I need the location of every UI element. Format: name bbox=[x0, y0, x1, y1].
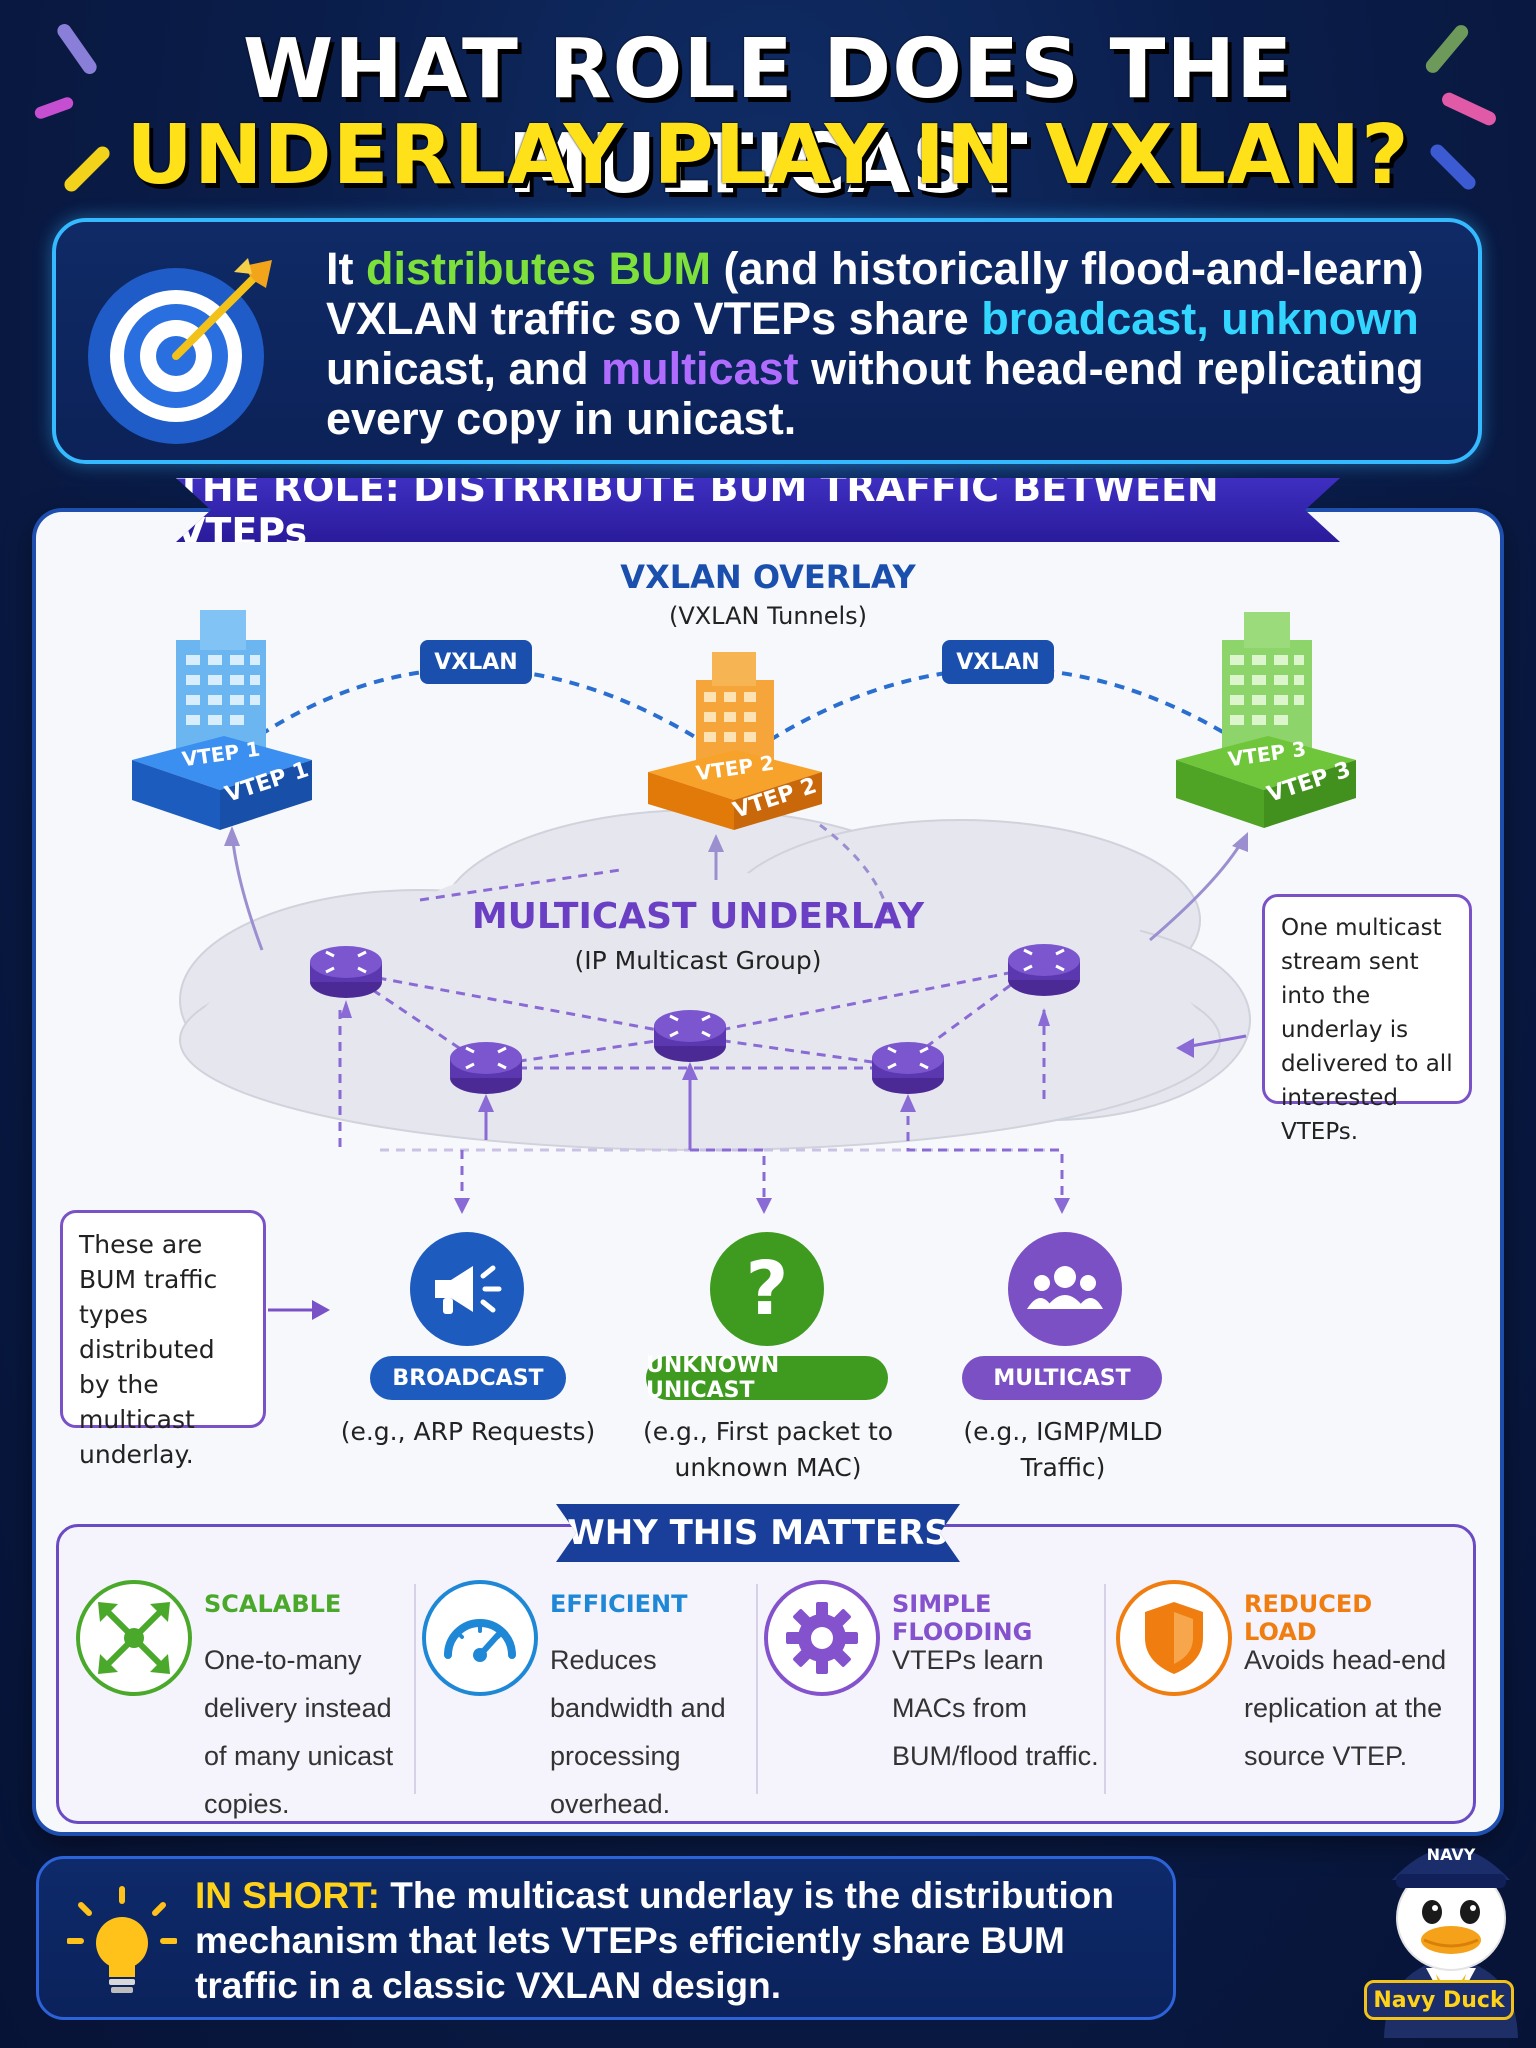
router-icon bbox=[310, 946, 382, 998]
mascot-hat-label: NAVY bbox=[1427, 1845, 1476, 1864]
vxlan-tunnel-label: VXLAN bbox=[942, 640, 1054, 684]
in-short-lead: IN SHORT: bbox=[195, 1875, 380, 1916]
why-box bbox=[56, 1524, 1476, 1824]
page-title-line-2: UNDERLAY PLAY IN VXLAN? bbox=[126, 108, 1410, 203]
vtep-1-device bbox=[132, 610, 312, 830]
intro-text-part: It bbox=[326, 243, 366, 294]
in-short-body: The multicast underlay is the distributi… bbox=[195, 1875, 1114, 2006]
router-icon bbox=[654, 1010, 726, 1062]
why-item-reduced-load: REDUCED LOAD Avoids head-end replication… bbox=[1116, 1570, 1446, 1810]
underlay-note: One multicast stream sent into the under… bbox=[1262, 894, 1472, 1145]
target-icon bbox=[88, 258, 272, 444]
why-item-scalable: SCALABLE One-to-many delivery instead of… bbox=[76, 1570, 406, 1819]
in-short-text: IN SHORT: The multicast underlay is the … bbox=[195, 1873, 1165, 2008]
unknown-unicast-label: UNKNOWN UNICAST bbox=[646, 1353, 888, 1403]
intro-text-part: without head-end replicating every copy … bbox=[326, 343, 1424, 444]
gear-icon bbox=[764, 1580, 880, 1696]
unknown-unicast-example: (e.g., First packet to unknown MAC) bbox=[642, 1417, 894, 1482]
vtep-2-device bbox=[648, 652, 822, 830]
shield-icon bbox=[1116, 1580, 1232, 1696]
multicast-label: MULTICAST bbox=[962, 1356, 1162, 1400]
arrows-out-icon bbox=[76, 1580, 192, 1696]
in-short-box: IN SHORT: The multicast underlay is the … bbox=[36, 1856, 1176, 2020]
underlay-subtitle: (IP Multicast Group) bbox=[574, 946, 822, 975]
group-icon bbox=[1008, 1232, 1122, 1346]
why-text: Avoids head-end replication at the sourc… bbox=[1244, 1645, 1447, 1771]
why-item-efficient: EFFICIENT Reduces bandwidth and processi… bbox=[422, 1570, 752, 1819]
underlay-title: MULTICAST UNDERLAY bbox=[471, 896, 925, 937]
why-item-simple-flooding: SIMPLE FLOODING VTEPs learn MACs from BU… bbox=[764, 1570, 1099, 1810]
intro-box: It distributes BUM (and historically flo… bbox=[52, 218, 1482, 464]
broadcast-example: (e.g., ARP Requests) bbox=[340, 1417, 596, 1446]
divider bbox=[1104, 1584, 1106, 1794]
question-icon: ? bbox=[710, 1232, 824, 1346]
why-title: SCALABLE bbox=[204, 1590, 342, 1618]
intro-text: It distributes BUM (and historically flo… bbox=[326, 244, 1456, 444]
overlay-subtitle: (VXLAN Tunnels) bbox=[668, 602, 868, 630]
router-icon bbox=[450, 1042, 522, 1094]
multicast-example: (e.g., IGMP/MLD Traffic) bbox=[963, 1417, 1163, 1482]
why-title: REDUCED LOAD bbox=[1244, 1590, 1373, 1646]
overlay-title: VXLAN OVERLAY bbox=[620, 558, 916, 596]
why-title: SIMPLE FLOODING bbox=[892, 1590, 1033, 1646]
why-banner: WHY THIS MATTERS bbox=[556, 1504, 960, 1562]
mascot-name-badge: Navy Duck bbox=[1364, 1980, 1514, 2020]
why-title: EFFICIENT bbox=[550, 1590, 688, 1618]
vxlan-tunnel-label: VXLAN bbox=[420, 640, 532, 684]
intro-text-part: unicast, and bbox=[326, 343, 602, 394]
router-icon bbox=[1008, 944, 1080, 996]
divider bbox=[414, 1584, 416, 1794]
lightbulb-icon bbox=[67, 1886, 177, 1993]
router-icon bbox=[872, 1042, 944, 1094]
broadcast-label: BROADCAST bbox=[370, 1356, 566, 1400]
section-banner: THE ROLE: DISTRRIBUTE BUM TRAFFIC BETWEE… bbox=[176, 478, 1340, 542]
page-title-line-1: WHAT ROLE DOES THE MULTICAST bbox=[242, 22, 1294, 212]
bum-types-note: These are BUM traffic types distributed … bbox=[60, 1210, 266, 1469]
intro-text-part: (and historically flood-and-learn) VXLAN… bbox=[326, 243, 1424, 344]
intro-highlight-bum: distributes BUM bbox=[366, 243, 712, 294]
intro-highlight-multicast: multicast bbox=[601, 343, 799, 394]
divider bbox=[756, 1584, 758, 1794]
why-text: VTEPs learn MACs from BUM/flood traffic. bbox=[892, 1645, 1099, 1771]
vtep-3-device bbox=[1176, 612, 1356, 828]
why-text: Reduces bandwidth and processing overhea… bbox=[550, 1645, 726, 1819]
speedometer-icon bbox=[422, 1580, 538, 1696]
megaphone-icon bbox=[410, 1232, 524, 1346]
intro-highlight-broadcast: broadcast, unknown bbox=[981, 293, 1419, 344]
why-text: One-to-many delivery instead of many uni… bbox=[204, 1645, 394, 1819]
